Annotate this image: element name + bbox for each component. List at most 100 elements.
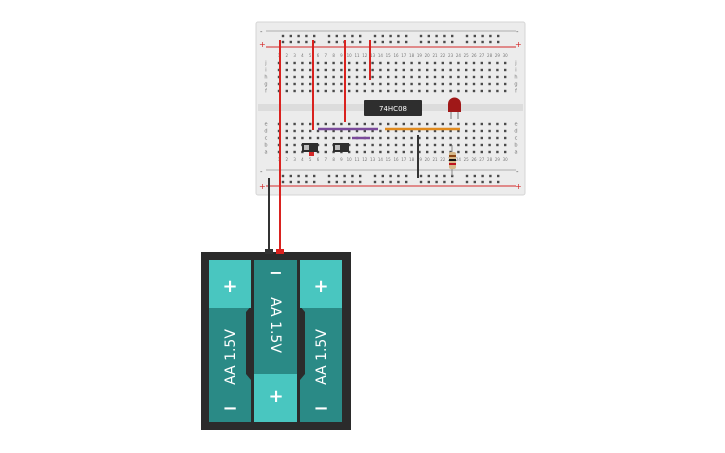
- terminal-hole[interactable]: [465, 136, 468, 140]
- terminal-hole[interactable]: [402, 136, 405, 140]
- terminal-hole[interactable]: [379, 89, 382, 93]
- terminal-hole[interactable]: [504, 75, 507, 79]
- rail-hole[interactable]: [465, 34, 469, 38]
- terminal-hole[interactable]: [433, 143, 437, 147]
- terminal-hole[interactable]: [418, 89, 421, 93]
- terminal-hole[interactable]: [480, 68, 483, 72]
- terminal-hole[interactable]: [488, 89, 491, 93]
- terminal-hole[interactable]: [293, 68, 296, 72]
- rail-hole[interactable]: [351, 34, 354, 38]
- terminal-hole[interactable]: [371, 143, 374, 147]
- terminal-hole[interactable]: [480, 61, 483, 65]
- terminal-hole[interactable]: [340, 82, 343, 86]
- rail-hole[interactable]: [373, 34, 377, 38]
- terminal-hole[interactable]: [488, 143, 491, 147]
- terminal-hole[interactable]: [340, 136, 343, 140]
- terminal-hole[interactable]: [472, 136, 476, 140]
- terminal-hole[interactable]: [488, 82, 491, 86]
- terminal-hole[interactable]: [371, 82, 374, 86]
- terminal-hole[interactable]: [426, 136, 429, 140]
- terminal-hole[interactable]: [496, 61, 499, 65]
- terminal-hole[interactable]: [402, 68, 405, 72]
- rail-hole[interactable]: [281, 174, 285, 178]
- terminal-hole[interactable]: [355, 61, 359, 65]
- terminal-hole[interactable]: [496, 82, 499, 86]
- terminal-hole[interactable]: [504, 150, 507, 154]
- terminal-hole[interactable]: [488, 122, 491, 126]
- terminal-hole[interactable]: [355, 150, 359, 154]
- terminal-hole[interactable]: [348, 150, 351, 154]
- terminal-hole[interactable]: [293, 82, 296, 86]
- terminal-hole[interactable]: [472, 89, 476, 93]
- rail-hole[interactable]: [289, 34, 292, 38]
- terminal-hole[interactable]: [293, 122, 296, 126]
- terminal-hole[interactable]: [410, 82, 413, 86]
- terminal-hole[interactable]: [402, 143, 405, 147]
- terminal-hole[interactable]: [324, 136, 327, 140]
- rail-hole[interactable]: [443, 180, 446, 184]
- terminal-hole[interactable]: [355, 89, 359, 93]
- terminal-hole[interactable]: [379, 136, 382, 140]
- terminal-hole[interactable]: [418, 61, 421, 65]
- terminal-hole[interactable]: [410, 122, 413, 126]
- terminal-hole[interactable]: [472, 68, 476, 72]
- terminal-hole[interactable]: [426, 89, 429, 93]
- terminal-hole[interactable]: [465, 129, 468, 133]
- rail-hole[interactable]: [405, 180, 408, 184]
- terminal-hole[interactable]: [410, 143, 413, 147]
- terminal-hole[interactable]: [441, 129, 444, 133]
- terminal-hole[interactable]: [371, 68, 374, 72]
- terminal-hole[interactable]: [480, 122, 483, 126]
- terminal-hole[interactable]: [387, 61, 390, 65]
- rail-hole[interactable]: [289, 180, 292, 184]
- terminal-hole[interactable]: [426, 75, 429, 79]
- terminal-hole[interactable]: [348, 122, 351, 126]
- terminal-hole[interactable]: [324, 75, 327, 79]
- terminal-hole[interactable]: [480, 129, 483, 133]
- terminal-hole[interactable]: [309, 129, 312, 133]
- rail-hole[interactable]: [427, 34, 430, 38]
- terminal-hole[interactable]: [418, 143, 421, 147]
- rail-hole[interactable]: [313, 180, 316, 184]
- terminal-hole[interactable]: [379, 82, 382, 86]
- rail-hole[interactable]: [389, 34, 392, 38]
- terminal-hole[interactable]: [316, 68, 320, 72]
- terminal-hole[interactable]: [480, 82, 483, 86]
- terminal-hole[interactable]: [457, 150, 460, 154]
- rail-hole[interactable]: [419, 34, 423, 38]
- terminal-hole[interactable]: [379, 122, 382, 126]
- terminal-hole[interactable]: [332, 136, 335, 140]
- switch-1[interactable]: [302, 143, 318, 156]
- terminal-hole[interactable]: [465, 150, 468, 154]
- terminal-hole[interactable]: [332, 129, 335, 133]
- terminal-hole[interactable]: [316, 129, 320, 133]
- terminal-hole[interactable]: [418, 82, 421, 86]
- terminal-hole[interactable]: [324, 61, 327, 65]
- terminal-hole[interactable]: [324, 82, 327, 86]
- switch-1-body[interactable]: [302, 143, 318, 152]
- terminal-hole[interactable]: [332, 68, 335, 72]
- terminal-hole[interactable]: [496, 143, 499, 147]
- terminal-hole[interactable]: [426, 82, 429, 86]
- terminal-hole[interactable]: [348, 143, 351, 147]
- terminal-hole[interactable]: [340, 129, 343, 133]
- terminal-hole[interactable]: [293, 75, 296, 79]
- rail-hole[interactable]: [389, 174, 392, 178]
- terminal-hole[interactable]: [348, 89, 351, 93]
- terminal-hole[interactable]: [426, 68, 429, 72]
- terminal-hole[interactable]: [488, 68, 491, 72]
- terminal-hole[interactable]: [504, 122, 507, 126]
- terminal-hole[interactable]: [387, 82, 390, 86]
- terminal-hole[interactable]: [394, 61, 398, 65]
- terminal-hole[interactable]: [363, 82, 366, 86]
- terminal-hole[interactable]: [371, 89, 374, 93]
- terminal-hole[interactable]: [363, 150, 366, 154]
- rail-hole[interactable]: [281, 40, 285, 44]
- terminal-hole[interactable]: [441, 68, 444, 72]
- terminal-hole[interactable]: [387, 136, 390, 140]
- terminal-hole[interactable]: [418, 68, 421, 72]
- terminal-hole[interactable]: [340, 89, 343, 93]
- rail-hole[interactable]: [465, 174, 469, 178]
- rail-hole[interactable]: [481, 34, 484, 38]
- terminal-hole[interactable]: [348, 136, 351, 140]
